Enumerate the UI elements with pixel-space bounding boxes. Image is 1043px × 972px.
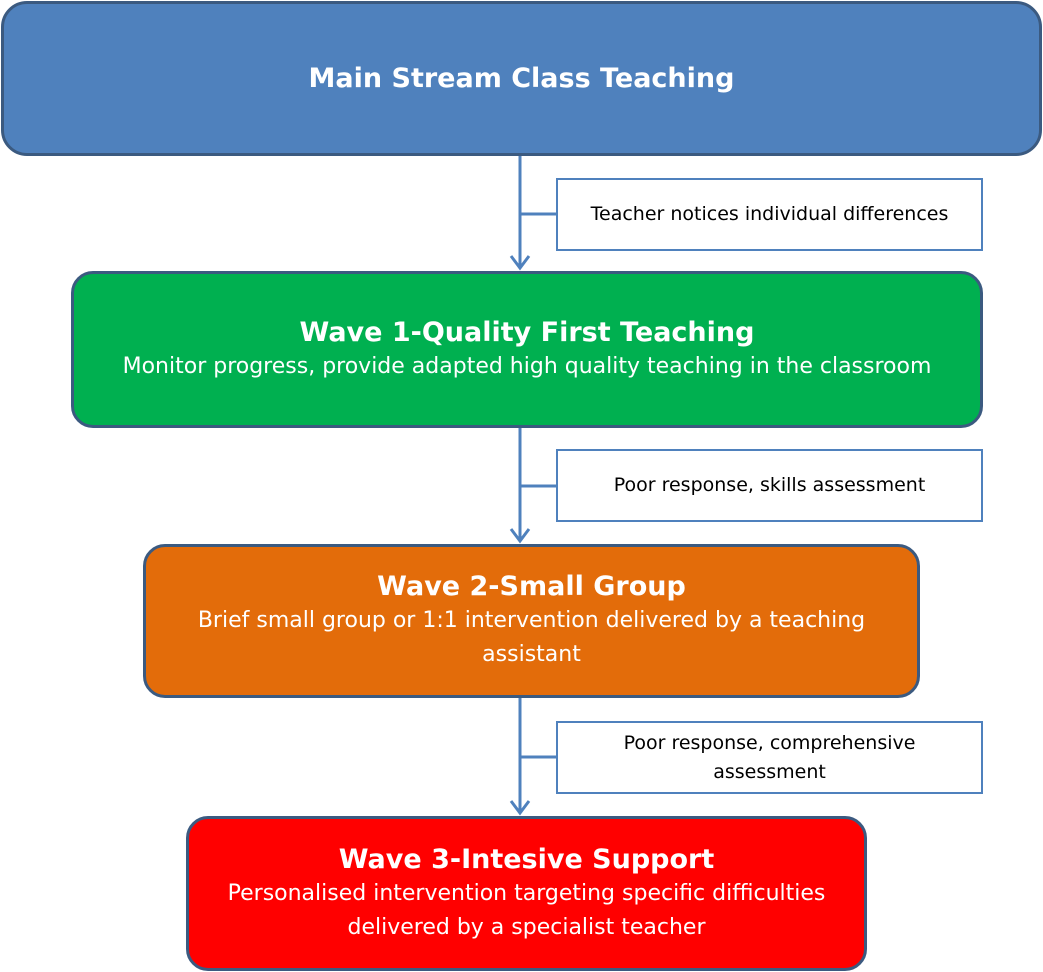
arrowhead-1-icon bbox=[509, 255, 531, 271]
connector-1 bbox=[509, 156, 556, 271]
transition-note-3: Poor response, comprehensive assessment bbox=[556, 721, 983, 794]
stage-wave-2: Wave 2-Small Group Brief small group or … bbox=[143, 544, 920, 698]
stage-main-stream: Main Stream Class Teaching bbox=[1, 1, 1042, 156]
arrowhead-3-icon bbox=[509, 800, 531, 816]
stage-wave-3: Wave 3-Intesive Support Personalised int… bbox=[186, 816, 867, 971]
connector-3 bbox=[509, 698, 556, 816]
stage-description: Monitor progress, provide adapted high q… bbox=[122, 353, 932, 379]
stage-title: Wave 1-Quality First Teaching bbox=[299, 316, 755, 348]
stage-title: Main Stream Class Teaching bbox=[308, 62, 735, 94]
stage-wave-1: Wave 1-Quality First Teaching Monitor pr… bbox=[71, 271, 983, 428]
transition-note-1: Teacher notices individual differences bbox=[556, 178, 983, 251]
stage-title: Wave 2-Small Group bbox=[377, 571, 686, 602]
stage-description: Personalised intervention targeting spec… bbox=[227, 880, 826, 940]
stage-title: Wave 3-Intesive Support bbox=[338, 843, 715, 875]
transition-note-2: Poor response, skills assessment bbox=[556, 449, 983, 522]
stage-description: Brief small group or 1:1 intervention de… bbox=[197, 608, 866, 667]
arrowhead-2-icon bbox=[509, 528, 531, 544]
connector-2 bbox=[509, 428, 556, 544]
